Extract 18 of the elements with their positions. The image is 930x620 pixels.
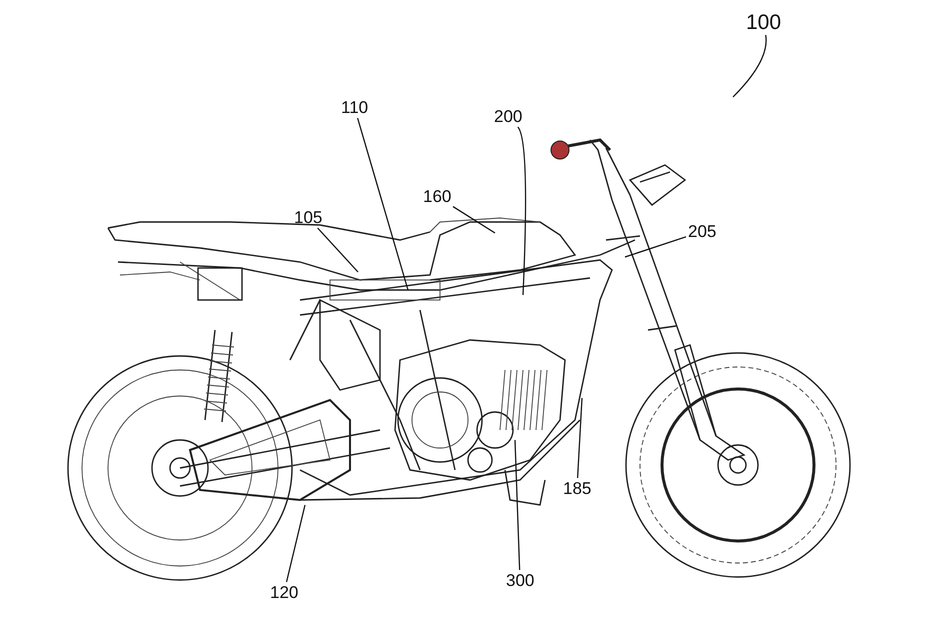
reference-numeral: 160 (423, 188, 452, 205)
reference-numeral: 110 (341, 99, 368, 116)
leader-line (357, 118, 409, 290)
reference-numeral: 205 (688, 223, 716, 240)
leader-line (452, 206, 496, 234)
leader-line (286, 504, 306, 582)
reference-numeral: 200 (494, 108, 522, 125)
leader-line (514, 440, 520, 570)
reference-numeral: 105 (294, 209, 322, 226)
leader-line (732, 34, 767, 98)
leader-line (576, 398, 583, 478)
leader-line (517, 126, 526, 296)
reference-numeral: 300 (506, 572, 534, 589)
reference-numeral: 185 (563, 480, 592, 497)
leader-line (624, 236, 686, 258)
reference-numeral: 100 (746, 12, 782, 33)
leader-line (317, 228, 358, 272)
reference-numeral: 120 (270, 584, 298, 601)
